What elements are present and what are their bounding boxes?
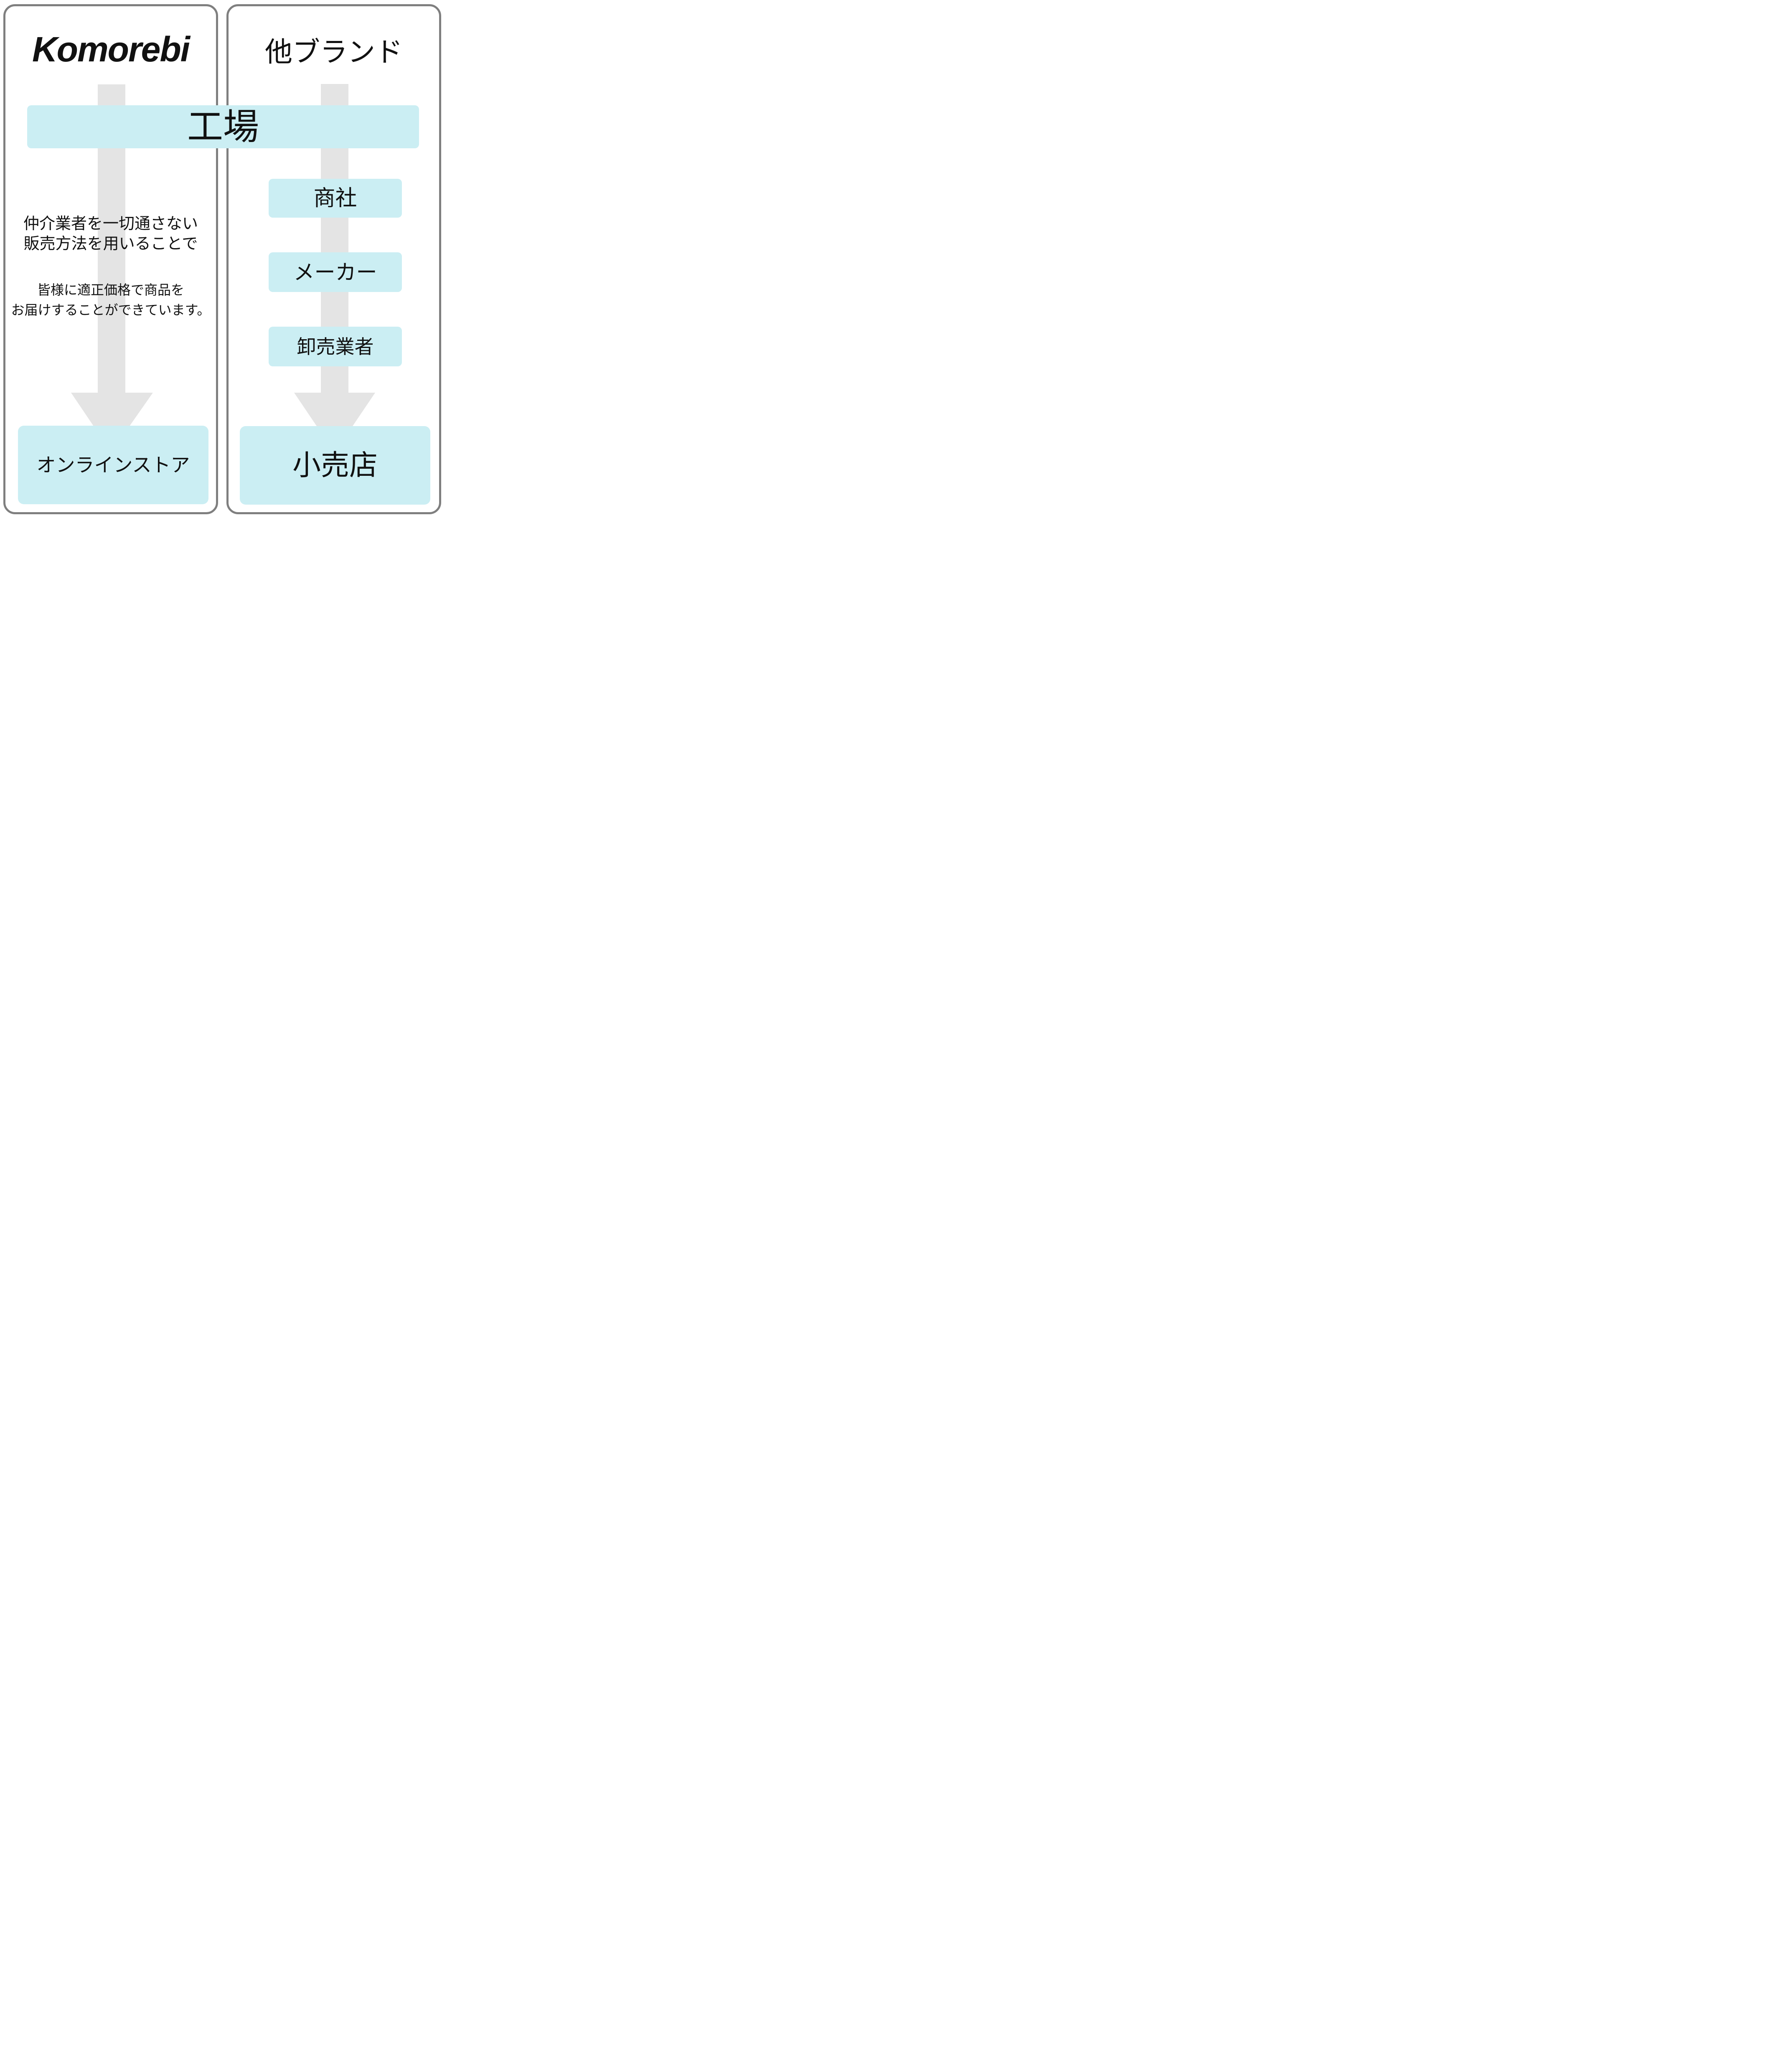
retail-store-node: 小売店 <box>240 426 430 505</box>
komorebi-note-1: 仲介業者を一切通さない 販売方法を用いることで <box>8 214 214 254</box>
komorebi-note-1-line-1: 仲介業者を一切通さない <box>23 215 198 233</box>
online-store-label: オンラインストア <box>36 454 190 476</box>
wholesaler-node: 卸売業者 <box>269 327 402 366</box>
retail-store-label: 小売店 <box>292 449 378 481</box>
komorebi-note-2: 皆様に適正価格で商品を お届けすることができています。 <box>8 280 214 320</box>
komorebi-note-1-line-2: 販売方法を用いることで <box>23 235 198 253</box>
factory-label: 工場 <box>187 107 259 147</box>
factory-node: 工場 <box>27 105 419 148</box>
trading-company-label: 商社 <box>313 186 357 211</box>
other-brands-title: 他ブランド <box>265 36 403 67</box>
manufacturer-node: メーカー <box>269 252 402 292</box>
komorebi-note-2-line-1: 皆様に適正価格で商品を <box>37 282 184 297</box>
online-store-node: オンラインストア <box>18 426 208 504</box>
supply-chain-comparison-diagram: Komorebi 他ブランド 工場 仲介業者を一切通さない 販売方法を用いること… <box>0 0 444 518</box>
komorebi-title: Komorebi <box>32 30 190 69</box>
wholesaler-label: 卸売業者 <box>297 335 374 358</box>
komorebi-note-2-line-2: お届けすることができています。 <box>11 302 211 317</box>
down-arrow-komorebi-icon <box>71 84 153 426</box>
manufacturer-label: メーカー <box>293 260 377 284</box>
trading-company-node: 商社 <box>269 179 402 218</box>
